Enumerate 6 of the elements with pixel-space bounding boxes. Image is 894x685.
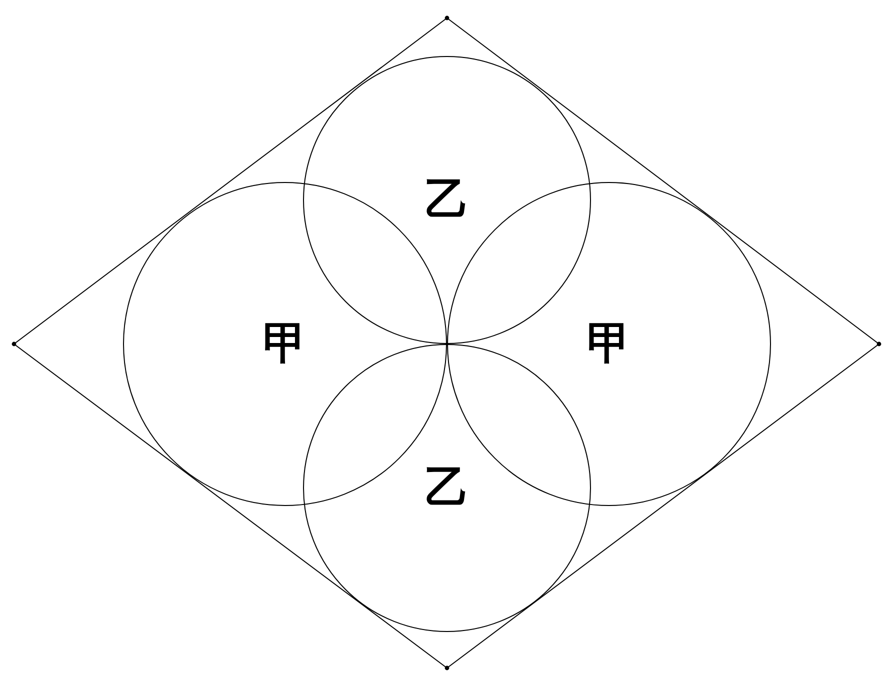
- circle: [303, 344, 591, 632]
- region-label: 甲: [263, 322, 307, 366]
- region-label: 乙: [425, 178, 469, 222]
- region-label: 乙: [425, 466, 469, 510]
- circle: [303, 56, 591, 344]
- region-label: 甲: [587, 322, 631, 366]
